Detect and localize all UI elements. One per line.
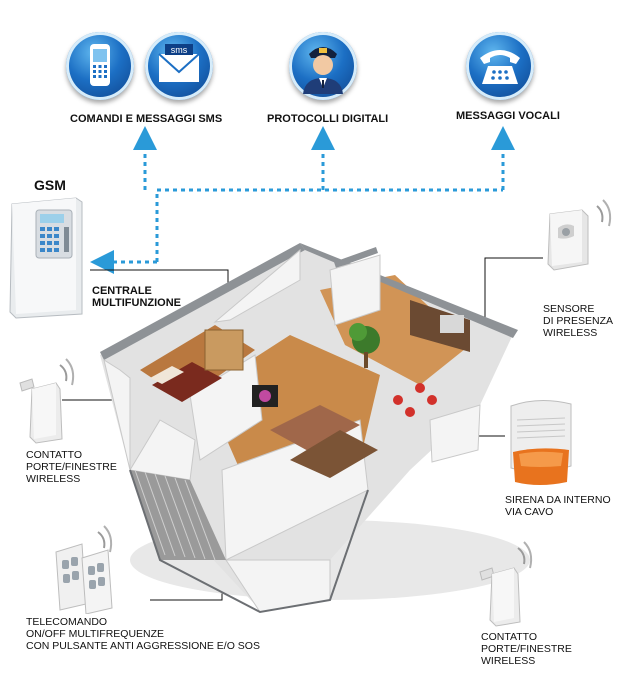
control-panel-device: [9, 197, 83, 319]
sms-badge: sms: [171, 45, 188, 55]
door-contact-left-label: CONTATTO PORTE/FINESTRE WIRELESS: [26, 449, 117, 485]
presence-sensor-device: [547, 199, 612, 271]
remote-control-label: TELECOMANDO ON/OFF MULTIFREQUENZE CON PU…: [26, 616, 260, 652]
remote-control-device: [55, 525, 113, 614]
voice-messages-label: MESSAGGI VOCALI: [456, 110, 560, 122]
gsm-title: GSM: [34, 177, 66, 193]
indoor-siren-device: [510, 400, 572, 485]
indoor-siren-label: SIRENA DA INTERNO VIA CAVO: [505, 494, 611, 518]
sms-envelope-icon: sms: [145, 32, 213, 100]
digital-protocols-label: PROTOCOLLI DIGITALI: [267, 113, 389, 125]
control-unit-label: CENTRALE MULTIFUNZIONE: [92, 285, 182, 309]
door-contact-bottom-device: [479, 541, 533, 627]
security-guard-icon: [289, 32, 357, 100]
telephone-icon: [466, 32, 534, 100]
presence-sensor-label: SENSORE DI PRESENZA WIRELESS: [543, 303, 614, 339]
door-contact-bottom-label: CONTATTO PORTE/FINESTRE WIRELESS: [481, 631, 572, 667]
sms-commands-label: COMANDI E MESSAGGI SMS: [70, 113, 223, 125]
mobile-phone-icon: [66, 32, 134, 100]
door-contact-left-device: [19, 358, 75, 444]
